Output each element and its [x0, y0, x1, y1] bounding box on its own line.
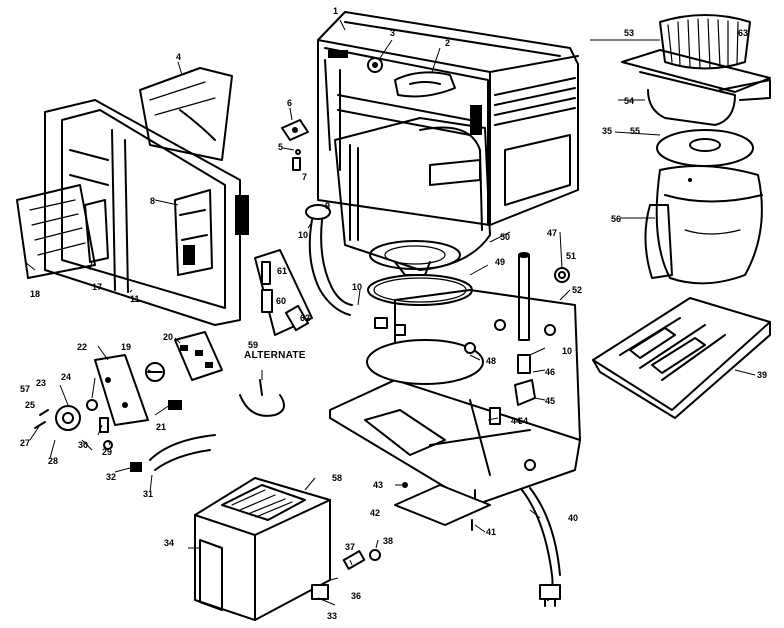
- callout-43: 43: [373, 480, 384, 490]
- callout-60: 60: [276, 296, 287, 306]
- callout-59: 59: [248, 340, 259, 350]
- filter-basket: [621, 49, 771, 126]
- water-tube: [305, 204, 353, 316]
- callout-35: 35: [602, 126, 613, 136]
- control-panel: [16, 184, 109, 279]
- callout-52: 52: [572, 285, 583, 295]
- callout-23: 23: [36, 378, 47, 388]
- front-frame: [44, 99, 249, 326]
- callout-18: 18: [30, 289, 41, 299]
- callout-40: 40: [568, 513, 579, 523]
- callout-36: 36: [351, 591, 362, 601]
- callout-30: 30: [78, 440, 89, 450]
- callout-33: 33: [327, 611, 338, 621]
- callout-47: 47: [547, 228, 558, 238]
- callout-19: 19: [121, 342, 132, 352]
- leader-lines: [24, 19, 756, 606]
- callout-22: 22: [77, 342, 88, 352]
- callout-63: 63: [738, 28, 749, 38]
- callout-1: 1: [333, 6, 339, 16]
- valve-parts: [311, 549, 381, 600]
- callout-51: 51: [566, 251, 577, 261]
- callout-50: 50: [500, 232, 511, 242]
- callout-27: 27: [20, 438, 31, 448]
- fittings: [374, 317, 536, 425]
- thermostat: [145, 331, 223, 382]
- callout-10c: 10: [562, 346, 573, 356]
- callout-53: 53: [624, 28, 635, 38]
- callout-28: 28: [48, 456, 59, 466]
- callout-48: 48: [486, 356, 497, 366]
- callout-5: 5: [278, 142, 284, 152]
- callout-64: 64: [518, 416, 529, 426]
- callout-61: 61: [277, 266, 288, 276]
- callout-41: 41: [486, 527, 497, 537]
- callout-3: 3: [390, 28, 396, 38]
- callout-57: 57: [20, 384, 31, 394]
- callout-58: 58: [332, 473, 343, 483]
- water-reservoir-box: [194, 477, 331, 621]
- callout-37: 37: [345, 542, 356, 552]
- callout-49: 49: [495, 257, 506, 267]
- callout-62: 62: [300, 313, 311, 323]
- callout-29: 29: [102, 447, 113, 457]
- knob-parts: [281, 119, 309, 171]
- callout-45: 45: [545, 396, 556, 406]
- callout-55: 55: [630, 126, 641, 136]
- reservoir-tank: [334, 117, 491, 276]
- callout-25: 25: [25, 400, 36, 410]
- callout-32: 32: [106, 472, 117, 482]
- alternate-note: ALTERNATE: [244, 350, 306, 361]
- gasket-ring: [367, 274, 473, 306]
- callout-11: 11: [130, 294, 140, 304]
- filter-package: [592, 297, 771, 419]
- callout-34: 34: [164, 538, 175, 548]
- spray-head: [367, 57, 456, 98]
- power-cord: [394, 482, 561, 607]
- back-plate: [139, 67, 233, 161]
- callout-31: 31: [143, 489, 154, 499]
- callout-6: 6: [287, 98, 293, 108]
- callout-42: 42: [370, 508, 381, 518]
- alternate-bracket: [254, 249, 313, 336]
- callout-9: 9: [325, 201, 331, 211]
- callout-7: 7: [302, 172, 308, 182]
- timer-assembly: [34, 354, 182, 450]
- carafe-lid: [656, 129, 754, 167]
- warming-plate: [366, 339, 484, 385]
- callout-56: 56: [611, 214, 622, 224]
- callout-10a: 10: [298, 230, 309, 240]
- switch-assembly: [174, 189, 213, 276]
- callout-38: 38: [383, 536, 394, 546]
- callout-39: 39: [757, 370, 768, 380]
- callout-10b: 10: [352, 282, 363, 292]
- wire-harness: [130, 379, 285, 472]
- callout-46: 46: [545, 367, 556, 377]
- callout-17: 17: [92, 282, 103, 292]
- base-plate: [329, 289, 581, 506]
- callout-54: 54: [624, 96, 635, 106]
- callout-21: 21: [156, 422, 167, 432]
- callout-44: 44: [511, 416, 522, 426]
- callout-24: 24: [61, 372, 72, 382]
- filter-paper: [659, 14, 751, 70]
- callout-2: 2: [445, 38, 451, 48]
- callout-8: 8: [150, 196, 156, 206]
- callout-20: 20: [163, 332, 174, 342]
- carafe: [644, 165, 763, 285]
- callout-4: 4: [176, 52, 182, 62]
